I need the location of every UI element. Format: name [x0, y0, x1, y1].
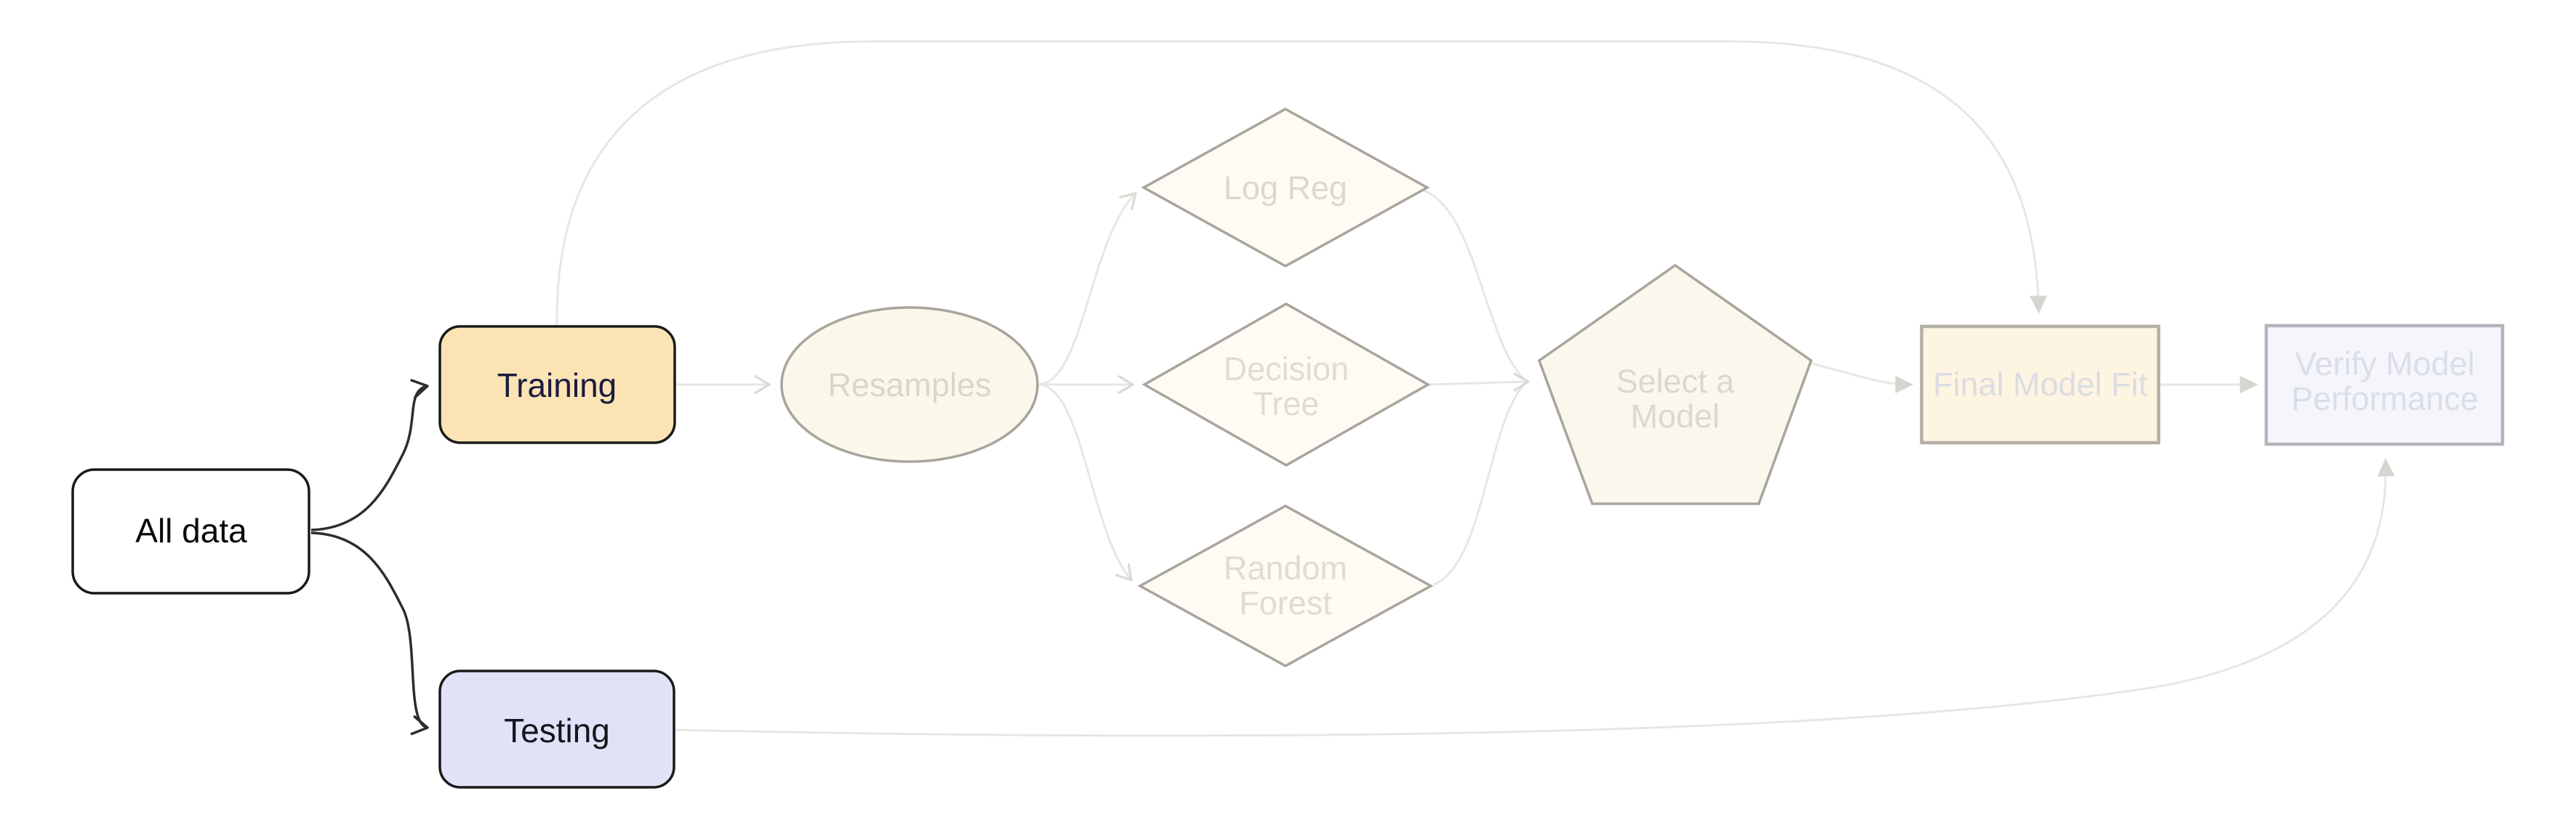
node-verify-performance	[2264, 323, 2505, 446]
label-training: Training	[497, 366, 617, 404]
label-resamples: Resamples	[827, 366, 991, 403]
edge-resamples-to-log-reg	[1037, 192, 1137, 386]
label-all-data: All data	[135, 512, 247, 550]
node-resamples	[780, 306, 1039, 463]
node-training	[438, 325, 676, 444]
node-select-model	[1537, 263, 1813, 505]
node-log-reg	[1141, 107, 1430, 268]
edge-all-data-to-training	[310, 379, 429, 531]
node-final-model-fit	[1919, 324, 2161, 445]
edge-testing-to-verify-performance-arc	[675, 458, 2395, 737]
edge-resamples-to-random-forest	[1037, 383, 1133, 582]
label-select-model-line2: Model	[1631, 398, 1720, 435]
label-random-forest-line2: Forest	[1239, 584, 1332, 622]
node-testing	[438, 670, 675, 789]
edge-decision-tree-to-select-model	[1427, 372, 1530, 392]
label-select-model-line1: Select a	[1616, 363, 1736, 400]
edge-random-forest-to-select-model	[1433, 385, 1525, 586]
label-log-reg: Log Reg	[1224, 169, 1347, 206]
edge-all-data-to-testing	[310, 531, 429, 736]
label-verify-performance-line1: Verify Model	[2295, 345, 2475, 382]
edge-training-to-final-model-fit-arc	[555, 40, 2047, 327]
edge-select-model-to-final-model-fit	[1811, 362, 1914, 393]
node-all-data	[71, 468, 310, 595]
label-random-forest-line1: Random	[1224, 550, 1347, 587]
node-decision-tree	[1141, 302, 1431, 467]
node-random-forest	[1137, 505, 1434, 667]
label-testing: Testing	[504, 712, 610, 749]
label-final-model-fit: Final Model Fit	[1933, 366, 2148, 403]
label-decision-tree-line2: Tree	[1253, 385, 1320, 422]
edge-log-reg-to-select-model	[1423, 189, 1525, 380]
label-verify-performance-line2: Performance	[2291, 380, 2479, 417]
label-decision-tree-line1: Decision	[1224, 350, 1349, 387]
